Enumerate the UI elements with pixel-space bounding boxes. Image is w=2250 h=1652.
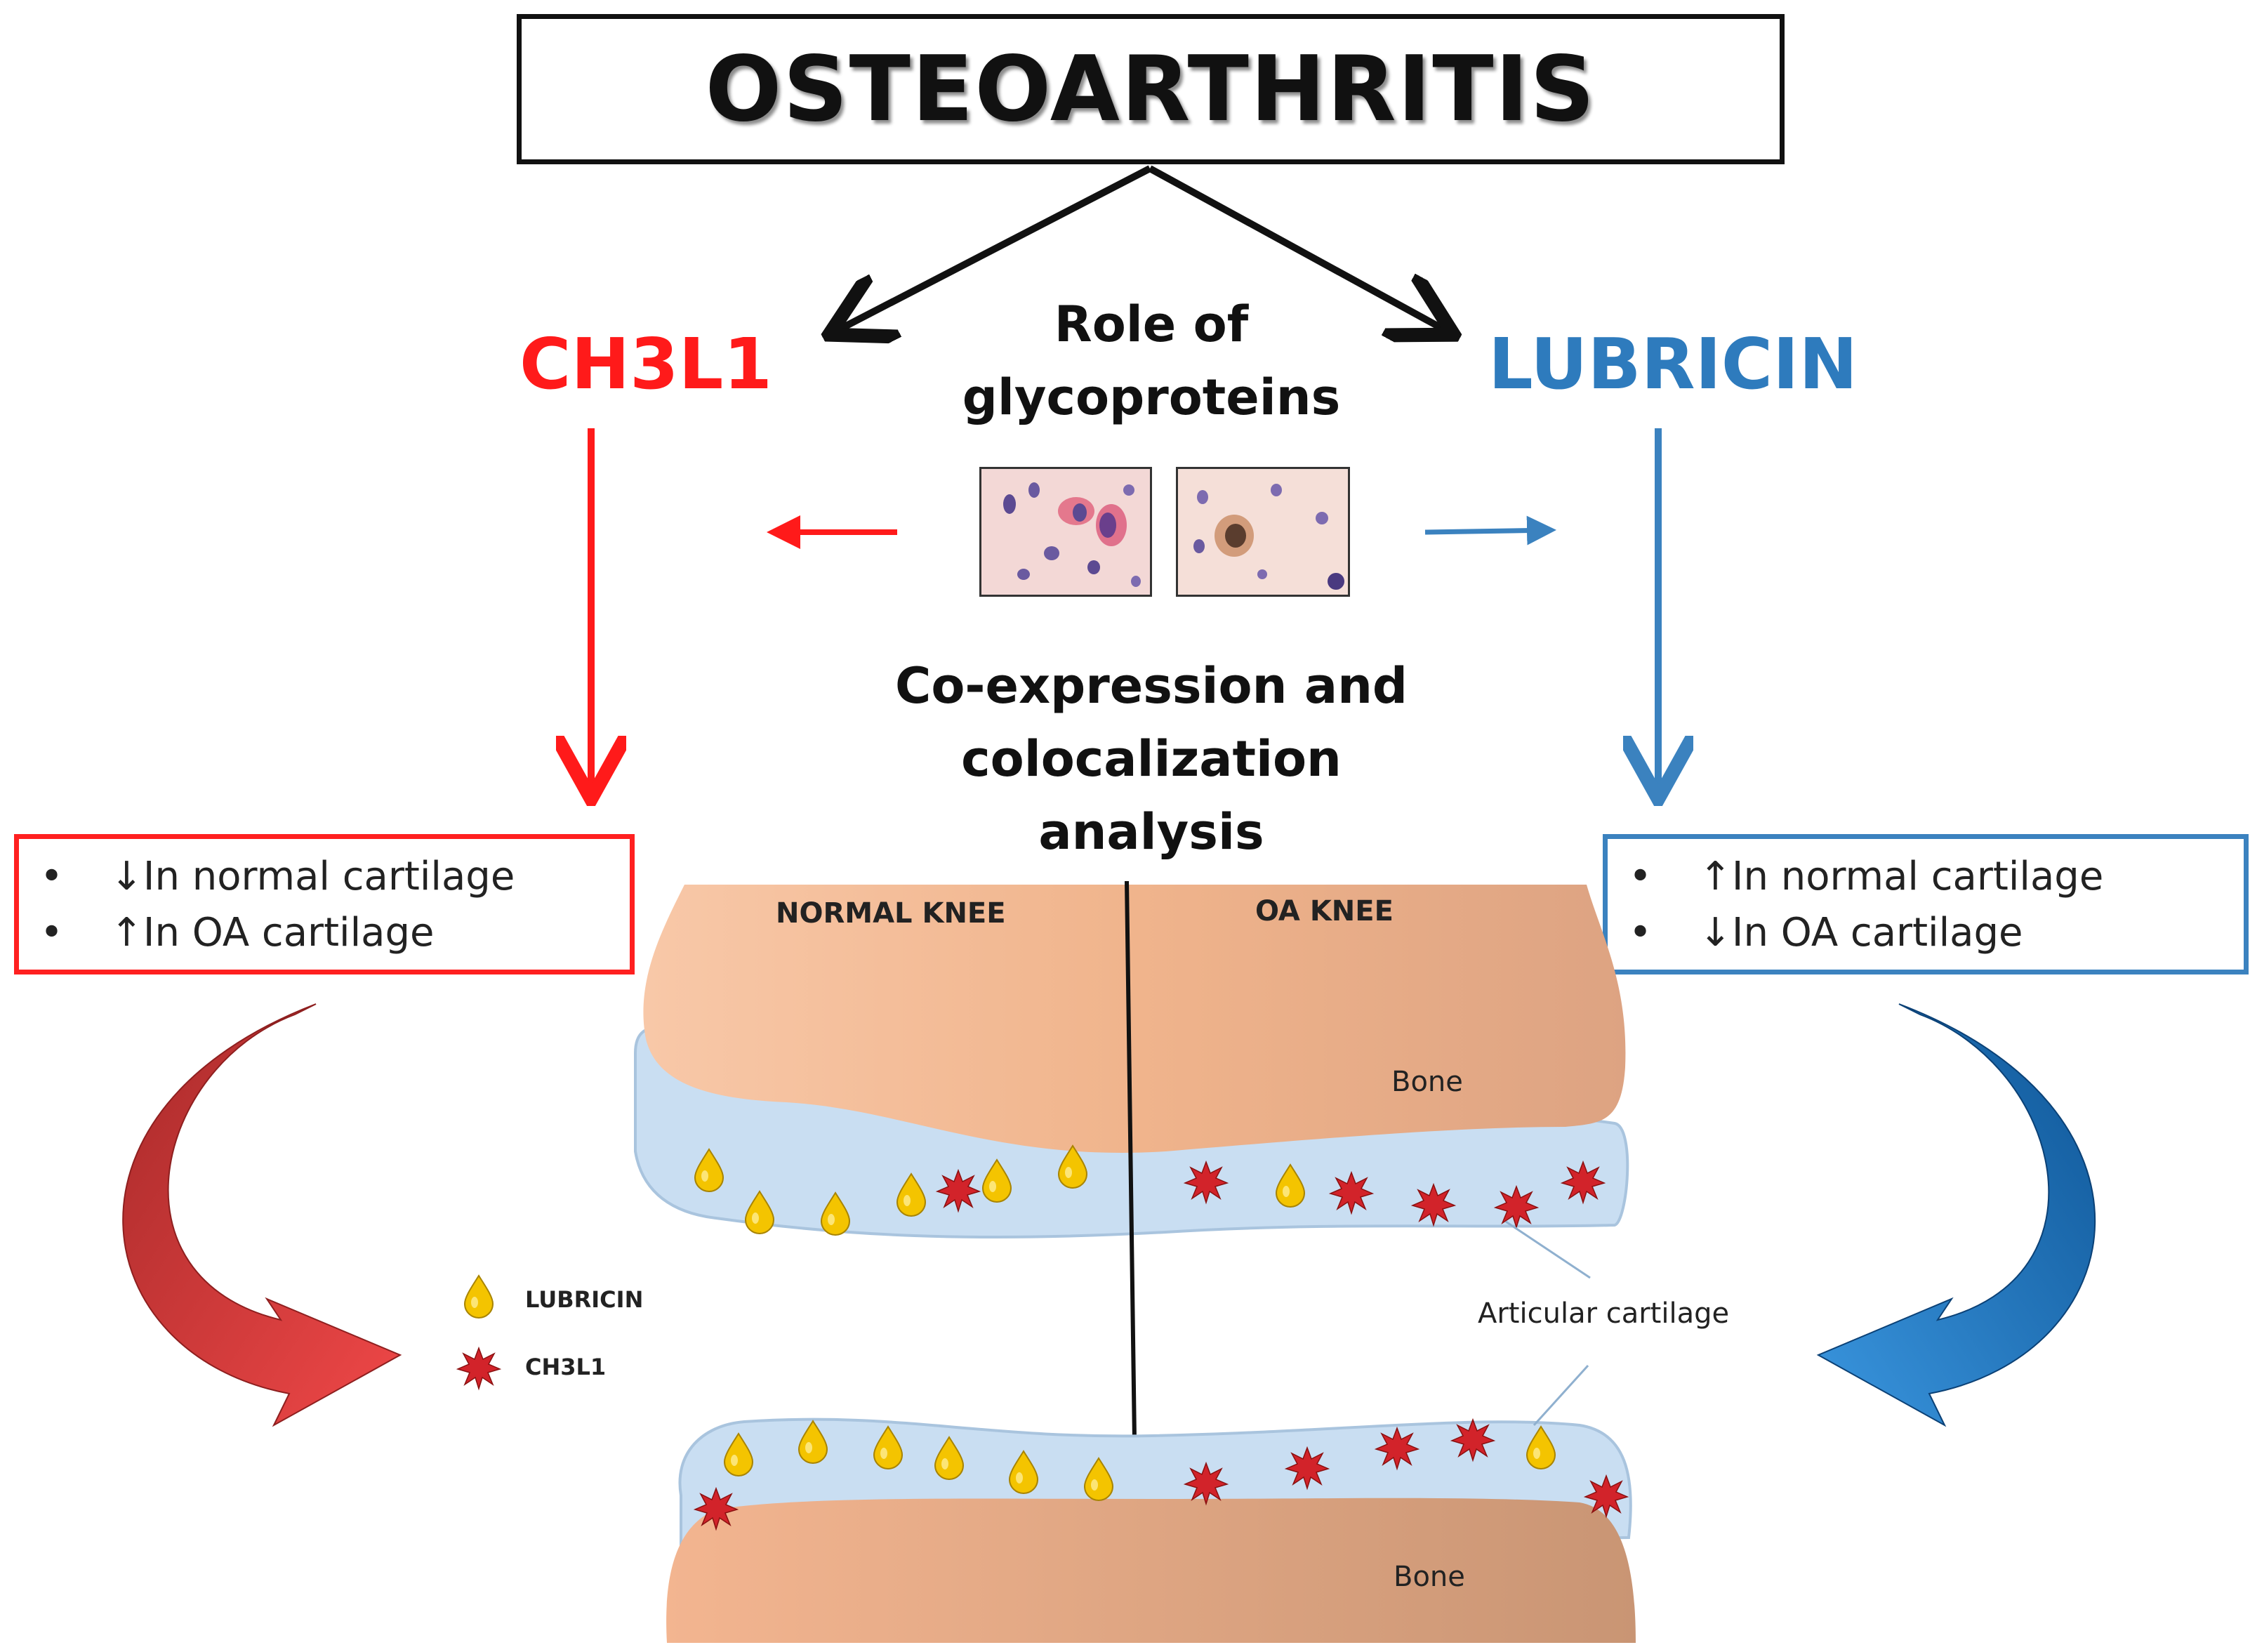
expression-arrow: ↑ bbox=[1699, 854, 1732, 899]
normal-knee-label: NORMAL KNEE bbox=[776, 897, 1006, 930]
arrow-to-ch3l1 bbox=[835, 165, 1152, 331]
title-box: OSTEOARTHRITIS bbox=[517, 14, 1785, 164]
arrow-micrograph-right bbox=[1424, 515, 1556, 546]
title: OSTEOARTHRITIS bbox=[705, 37, 1596, 142]
legend-ch3l1-label: CH3L1 bbox=[525, 1354, 607, 1380]
expression-text: In OA cartilage bbox=[143, 910, 435, 956]
legend-ch3l1-icon bbox=[457, 1347, 501, 1389]
cartilage-pointer-bottom bbox=[1533, 1364, 1589, 1427]
lubricin-normal-item: • ↑ In normal cartilage bbox=[1629, 849, 2223, 905]
bone-label-top: Bone bbox=[1391, 1066, 1463, 1098]
coexpression-caption: Co-expression and colocalization analysi… bbox=[702, 649, 1601, 868]
expression-arrow: ↑ bbox=[110, 910, 143, 956]
oa-knee-label: OA KNEE bbox=[1255, 895, 1394, 927]
arrow-to-lubricin bbox=[1148, 165, 1448, 331]
micrograph-ch3l1 bbox=[979, 467, 1152, 597]
articular-cartilage-label: Articular cartilage bbox=[1478, 1297, 1730, 1330]
ch3l1-normal-item: • ↓ In normal cartilage bbox=[40, 849, 609, 905]
lower-bone bbox=[666, 1498, 1636, 1643]
lubricin-oa-item: • ↓ In OA cartilage bbox=[1629, 905, 2223, 961]
lubricin-heading: LUBRICIN bbox=[1488, 323, 1858, 405]
red-curved-arrow bbox=[122, 1003, 402, 1427]
micrograph-lubricin bbox=[1176, 467, 1350, 597]
blue-curved-arrow bbox=[1816, 1003, 2096, 1427]
bone-label-bottom: Bone bbox=[1394, 1561, 1465, 1593]
expression-arrow: ↓ bbox=[1699, 910, 1732, 956]
role-caption: Role of glycoproteins bbox=[899, 288, 1404, 434]
expression-text: In OA cartilage bbox=[1731, 910, 2023, 956]
expression-text: In normal cartilage bbox=[1731, 854, 2104, 899]
expression-text: In normal cartilage bbox=[143, 854, 515, 899]
stained-cells-image bbox=[1178, 469, 1348, 595]
coexpression-line-2: analysis bbox=[1038, 803, 1264, 861]
ch3l1-expression-box: • ↓ In normal cartilage • ↑ In OA cartil… bbox=[14, 834, 635, 974]
expression-arrow: ↓ bbox=[110, 854, 143, 899]
ch3l1-oa-item: • ↑ In OA cartilage bbox=[40, 905, 609, 961]
legend-lubricin-label: LUBRICIN bbox=[525, 1286, 644, 1313]
role-line-2: glycoproteins bbox=[962, 369, 1341, 426]
stained-cells-image bbox=[981, 469, 1150, 595]
role-line-1: Role of bbox=[1054, 296, 1249, 353]
cartilage-pointer-top bbox=[1505, 1220, 1591, 1279]
ch3l1-heading: CH3L1 bbox=[520, 323, 772, 405]
lubricin-expression-box: • ↑ In normal cartilage • ↓ In OA cartil… bbox=[1603, 834, 2249, 974]
upper-bone bbox=[643, 885, 1626, 1153]
legend-lubricin-icon bbox=[464, 1275, 494, 1319]
coexpression-line-1: Co-expression and colocalization bbox=[894, 657, 1408, 788]
